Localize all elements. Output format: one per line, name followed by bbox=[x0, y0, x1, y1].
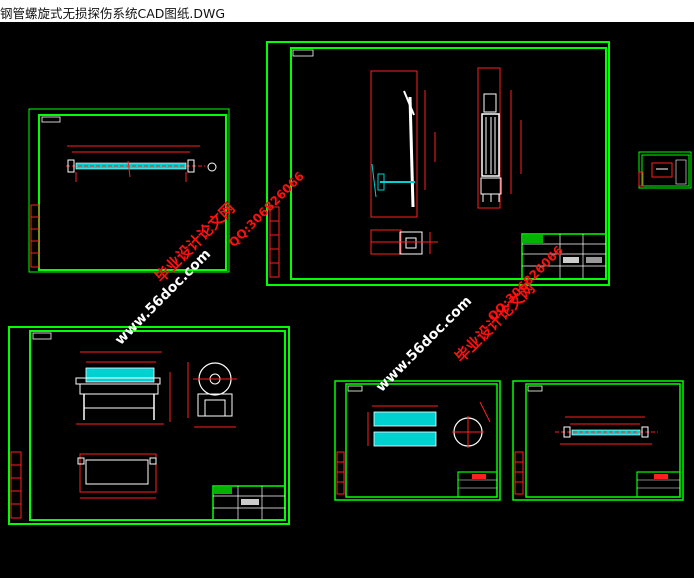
sheet-top-center[interactable] bbox=[266, 41, 610, 286]
window-title: 钢管螺旋式无损探伤系统CAD图纸.DWG bbox=[0, 6, 226, 21]
window-titlebar: 钢管螺旋式无损探伤系统CAD图纸.DWG bbox=[0, 0, 694, 23]
cad-model-space[interactable]: www.56doc.com 毕业设计论文网 QQ:306826066 www.5… bbox=[0, 22, 694, 578]
sheet-top-left[interactable] bbox=[28, 108, 230, 273]
sheet-far-right[interactable] bbox=[638, 151, 692, 189]
drawing-sheets bbox=[8, 41, 692, 525]
sheet-bottom-left[interactable] bbox=[8, 326, 290, 525]
sheet-bottom-middle[interactable] bbox=[334, 380, 501, 501]
sheet-bottom-right[interactable] bbox=[512, 380, 684, 501]
